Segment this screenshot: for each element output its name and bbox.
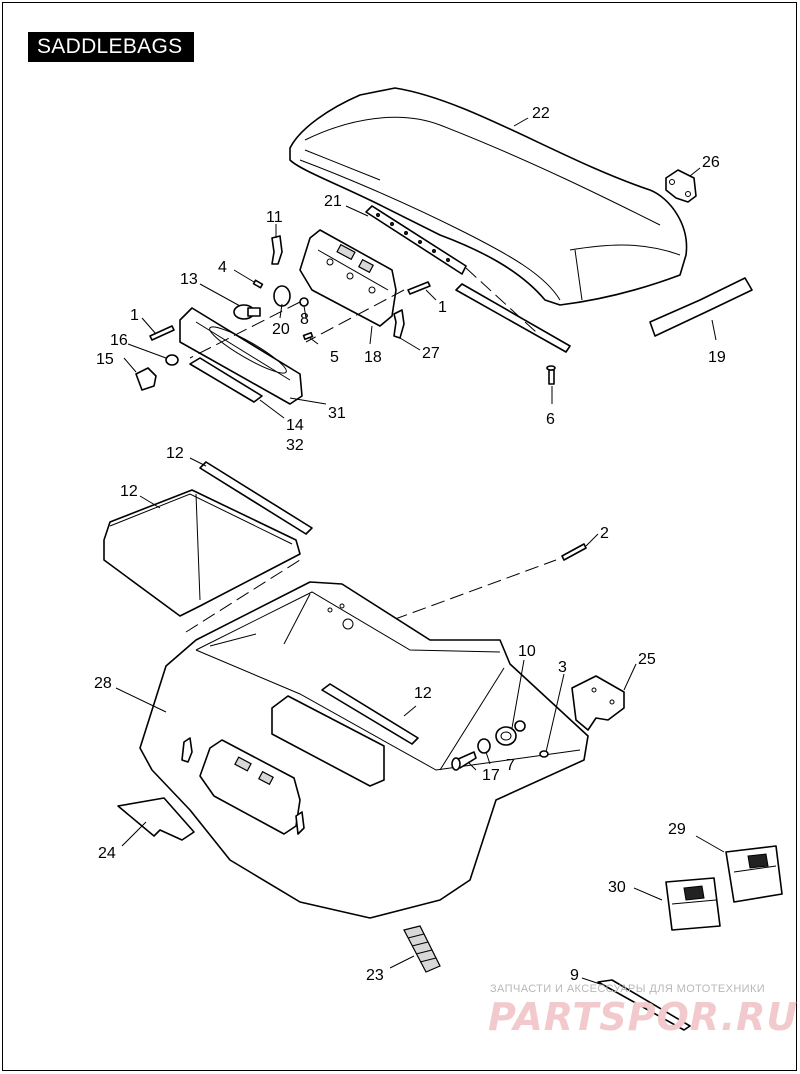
callout-6: 6 [546, 411, 555, 428]
tool-part-9 [597, 979, 691, 1031]
callout-18: 18 [364, 349, 382, 366]
hinge-strip-part-21 [365, 205, 467, 275]
callout-23: 23 [366, 967, 384, 984]
liner-part-12 [103, 489, 301, 617]
callout-13: 13 [180, 271, 198, 288]
callout-10: 10 [518, 643, 536, 660]
watermark-brand: PARTSPOR.RU [488, 995, 798, 1039]
screw-part-5 [302, 331, 314, 341]
screw-part-3 [539, 750, 549, 758]
callout-16: 16 [110, 332, 128, 349]
watermark-tagline: ЗАПЧАСТИ И АКСЕССУАРЫ ДЛЯ МОТОТЕХНИКИ [490, 983, 765, 995]
strap-part-12-top [199, 461, 313, 535]
callout-12-top: 12 [166, 445, 184, 462]
lid-strap [455, 283, 571, 353]
latch-mechanism-part-18 [299, 229, 397, 327]
callout-20: 20 [272, 321, 290, 338]
knob-part-20 [273, 285, 291, 307]
fastener-part-17 [451, 751, 477, 771]
callout-3: 3 [558, 659, 567, 676]
screw-part-1-left [149, 325, 175, 341]
callout-28: 28 [94, 675, 112, 692]
strap-part-12-inner [321, 683, 419, 745]
callout-29: 29 [668, 821, 686, 838]
callout-24: 24 [98, 845, 116, 862]
callout-labels: 22 26 21 11 4 13 20 8 1 1 16 15 5 18 27 … [94, 105, 726, 984]
callout-22: 22 [532, 105, 550, 122]
lever-part-27 [393, 309, 405, 339]
weatherstrip-part-19 [649, 277, 753, 337]
callout-14: 14 [286, 417, 304, 434]
callout-15: 15 [96, 351, 114, 368]
callout-8: 8 [300, 311, 309, 328]
callout-25: 25 [638, 651, 656, 668]
callout-31: 31 [328, 405, 346, 422]
callout-7: 7 [506, 757, 515, 774]
watermark: ЗАПЧАСТИ И АКСЕССУАРЫ ДЛЯ МОТОТЕХНИКИ PA… [488, 983, 798, 1039]
leader-lines [115, 117, 725, 985]
page-title: SADDLEBAGS [28, 32, 194, 62]
screw-part-1-right [407, 281, 431, 295]
handle-housing-part-31 [179, 307, 303, 405]
bracket-part-25 [571, 675, 625, 731]
screw-part-4 [252, 279, 264, 289]
plate-part-24 [117, 797, 195, 841]
callout-21: 21 [324, 193, 342, 210]
tab-part-11 [271, 235, 283, 265]
inner-bracket [271, 695, 385, 787]
box-part-29 [725, 845, 783, 903]
callout-2: 2 [600, 525, 609, 542]
callout-11: 11 [266, 209, 283, 226]
bumper-part-23 [403, 925, 441, 973]
screw-part-6 [546, 365, 556, 385]
clip-part-15 [135, 367, 157, 391]
callout-1-right: 1 [438, 299, 447, 316]
box-part-30 [665, 877, 721, 931]
callout-12-inner: 12 [414, 685, 432, 702]
callout-32: 32 [286, 437, 304, 454]
assembly-lines [185, 267, 557, 655]
plate-part-14 [189, 357, 263, 403]
callout-26: 26 [702, 154, 720, 171]
grommet-part-10 [495, 720, 526, 746]
latch-plate-part-26 [665, 169, 697, 203]
callout-9: 9 [570, 967, 579, 984]
washer-part-8 [299, 297, 309, 307]
callout-12-liner: 12 [120, 483, 138, 500]
screw-part-2 [561, 543, 587, 561]
lock-part-13 [233, 304, 261, 320]
callout-17: 17 [482, 767, 500, 784]
callout-4: 4 [218, 259, 227, 276]
callout-5: 5 [330, 349, 339, 366]
callout-1-left: 1 [130, 307, 139, 324]
screw-part-16 [165, 354, 179, 366]
callout-19: 19 [708, 349, 726, 366]
callout-30: 30 [608, 879, 626, 896]
lid-part-22 [289, 87, 688, 306]
callout-27: 27 [422, 345, 440, 362]
washer-part-7 [477, 738, 491, 754]
latch-mechanism-lower [181, 737, 305, 835]
